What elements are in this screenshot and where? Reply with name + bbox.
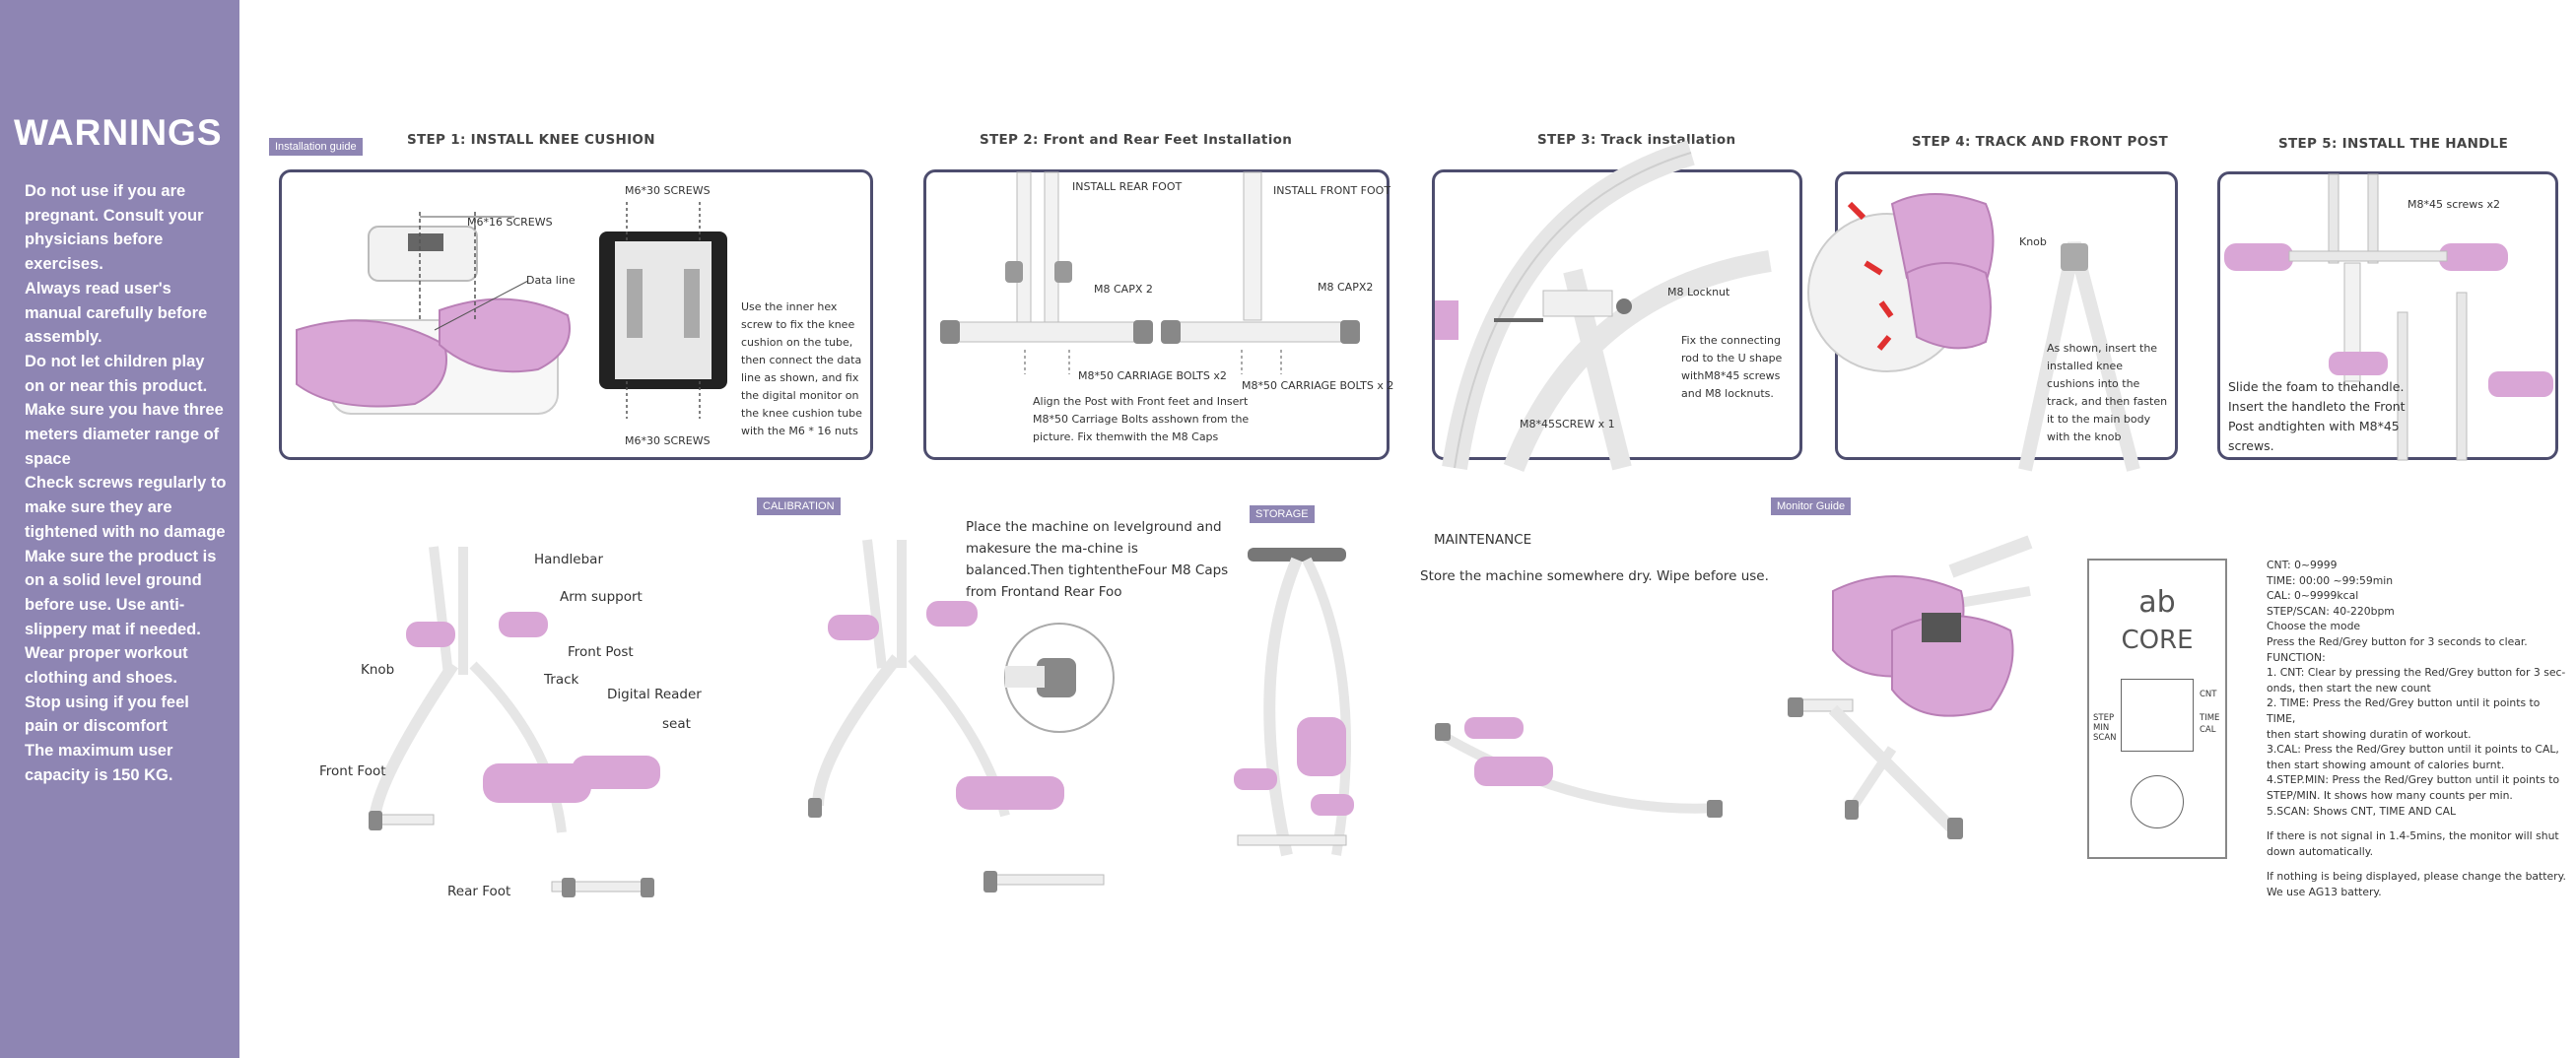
monitor-label-scan: SCAN [2093, 733, 2117, 743]
monitor-brand-top: ab [2138, 585, 2176, 620]
monitor-spec-list: CNT: 0~9999 TIME: 00:00 ~99:59min CAL: 0… [2267, 558, 2567, 899]
step2-panel: INSTALL REAR FOOT INSTALL FRONT FOOT M8 … [923, 169, 1394, 460]
warning-item: Stop using if you feel pain or discomfor… [25, 693, 189, 736]
monitor-button[interactable] [2131, 775, 2184, 828]
spec-line: 5.SCAN: Shows CNT, TIME AND CAL [2267, 804, 2456, 818]
warning-item: Make sure the product is on a solid leve… [25, 547, 217, 638]
warning-item: Do not let children play on or near this… [25, 352, 208, 395]
step1-data-line-label: Data line [526, 274, 576, 287]
spec-line: then start showing amount of calories bu… [2267, 758, 2505, 771]
warnings-title: WARNINGS [14, 112, 223, 153]
step1-screw-label: M6*16 SCREWS [467, 216, 553, 229]
warning-item: Do not use if you are pregnant. Consult … [25, 182, 204, 274]
step4-note: As shown, insert the installed knee cush… [2047, 342, 2168, 443]
step4-title: STEP 4: TRACK AND FRONT POST [1912, 134, 2169, 150]
install-front-foot-label: INSTALL FRONT FOOT [1273, 184, 1391, 197]
part-rear-foot-label: Rear Foot [447, 884, 511, 899]
step1-note: Use the inner hex screw to fix the knee … [741, 300, 862, 437]
spec-line: CAL: 0~9999kcal [2267, 589, 2359, 603]
step2-note: Align the Post with Front feet and Inser… [1033, 395, 1250, 443]
part-knob-label: Knob [361, 662, 395, 678]
step4-knob-label: Knob [2019, 235, 2047, 248]
step1-screws-a-label: M6*30 SCREWS [625, 184, 711, 197]
step3-screw-label: M8*45SCREW x 1 [1520, 418, 1615, 430]
warnings-list: Do not use if you are pregnant. Consult … [25, 179, 227, 788]
warning-item: Make sure you have three meters diameter… [25, 401, 224, 468]
installation-guide-tag: Installation guide [269, 138, 363, 156]
feet-illustration [940, 171, 1360, 374]
track-front-post-illustration [1807, 193, 2140, 472]
step5-panel: M8*45 screws x2 Slide the foam to thehan… [2217, 171, 2558, 461]
part-seat-label: seat [662, 716, 691, 732]
part-track-label: Track [544, 672, 579, 688]
step1-title: STEP 1: INSTALL KNEE CUSHION [407, 132, 655, 148]
monitor-label-cal: CAL [2200, 725, 2216, 735]
spec-line: Choose the mode [2267, 620, 2361, 633]
part-front-post-label: Front Post [568, 644, 634, 660]
spec-line: STEP/SCAN: 40-220bpm [2267, 604, 2395, 618]
warning-item: The maximum user capacity is 150 KG. [25, 742, 173, 784]
monitor-brand-bottom: CORE [2121, 626, 2194, 655]
storage-illustration [1234, 548, 1723, 857]
monitor-label-step: STEP [2093, 713, 2115, 723]
step2-bolts-b-label: M8*50 CARRIAGE BOLTS x 2 [1242, 379, 1394, 392]
spec-line: 1. CNT: Clear by pressing the Red/Grey b… [2267, 666, 2566, 680]
monitor-label-min: MIN [2093, 723, 2110, 733]
part-front-foot-label: Front Foot [319, 763, 386, 779]
knee-cushion-illustration [296, 202, 727, 419]
handle-illustration [2224, 173, 2553, 461]
step3-locknut-label: M8 Locknut [1667, 286, 1730, 298]
maintenance-title: MAINTENANCE [1434, 532, 1532, 548]
step3-title: STEP 3: Track installation [1537, 132, 1736, 148]
storage-tag: STORAGE [1250, 505, 1315, 523]
spec-line: 4.STEP.MIN: Press the Red/Grey button un… [2267, 773, 2560, 787]
calibration-tag: CALIBRATION [757, 497, 841, 515]
monitor-device: ab CORE STEP MIN SCAN CNT TIME CAL [2087, 559, 2227, 859]
warning-item: Always read user's manual carefully befo… [25, 279, 208, 347]
spec-note-signal: If there is not signal in 1.4-5mins, the… [2267, 829, 2559, 858]
step2-bolts-a-label: M8*50 CARRIAGE BOLTS x2 [1078, 369, 1227, 382]
warning-item: Check screws regularly to make sure they… [25, 474, 227, 541]
install-rear-foot-label: INSTALL REAR FOOT [1072, 180, 1183, 193]
spec-note-battery: If nothing is being displayed, please ch… [2267, 870, 2566, 898]
calibration-text: Place the machine on levelground and mak… [966, 519, 1229, 600]
spec-line: then start showing duratin of workout. [2267, 727, 2472, 741]
spec-line: 2. TIME: Press the Red/Grey button until… [2267, 696, 2541, 725]
spec-line: Press the Red/Grey button for 3 seconds … [2267, 634, 2528, 648]
monitor-label-cnt: CNT [2200, 690, 2217, 699]
step2-cap-a-label: M8 CAPX 2 [1094, 283, 1153, 296]
parts-diagram-illustration [369, 546, 660, 897]
part-digital-reader-label: Digital Reader [607, 687, 702, 702]
spec-line: 3.CAL: Press the Red/Grey button until i… [2267, 743, 2559, 757]
step2-cap-b-label: M8 CAPX2 [1318, 281, 1374, 294]
monitor-machine-illustration [1788, 535, 2033, 839]
monitor-left-labels: STEP MIN SCAN [2093, 713, 2117, 743]
monitor-guide-tag: Monitor Guide [1771, 497, 1852, 515]
spec-line: FUNCTION: [2267, 650, 2326, 664]
spec-line: CNT: 0~9999 [2267, 559, 2338, 571]
track-illustration [1435, 140, 1772, 472]
maintenance-text: Store the machine somewhere dry. Wipe be… [1420, 568, 1769, 584]
spec-line: TIME: 00:00 ~99:59min [2267, 573, 2394, 587]
warning-item: Wear proper workout clothing and shoes. [25, 644, 188, 688]
step1-screws-b-label: M6*30 SCREWS [625, 434, 711, 447]
step5-title: STEP 5: INSTALL THE HANDLE [2278, 136, 2509, 152]
monitor-label-time: TIME [2200, 713, 2220, 723]
step4-panel: Knob As shown, insert the installed knee… [1807, 171, 2178, 472]
part-arm-support-label: Arm support [560, 589, 643, 605]
step5-note: Slide the foam to thehandle. Insert the … [2228, 379, 2406, 453]
step3-panel: M8 Locknut M8*45SCREW x 1 Fix the connec… [1432, 140, 1802, 472]
step5-screws-label: M8*45 screws x2 [2407, 198, 2501, 211]
monitor-screen [2121, 679, 2194, 752]
calibration-illustration [808, 539, 1115, 893]
step3-note: Fix the connecting rod to the U shape wi… [1681, 334, 1783, 400]
spec-line: STEP/MIN. It shows how many counts per m… [2267, 788, 2513, 802]
part-handlebar-label: Handlebar [534, 552, 603, 567]
step1-panel: M6*16 SCREWS Data line M6*30 SCREWS M6*3… [279, 169, 873, 460]
spec-line: onds, then start the new count [2267, 681, 2431, 694]
warnings-sidebar: WARNINGS Do not use if you are pregnant.… [0, 0, 239, 1058]
monitor-right-labels: CNT TIME CAL [2200, 689, 2219, 736]
step2-title: STEP 2: Front and Rear Feet Installation [980, 132, 1293, 148]
